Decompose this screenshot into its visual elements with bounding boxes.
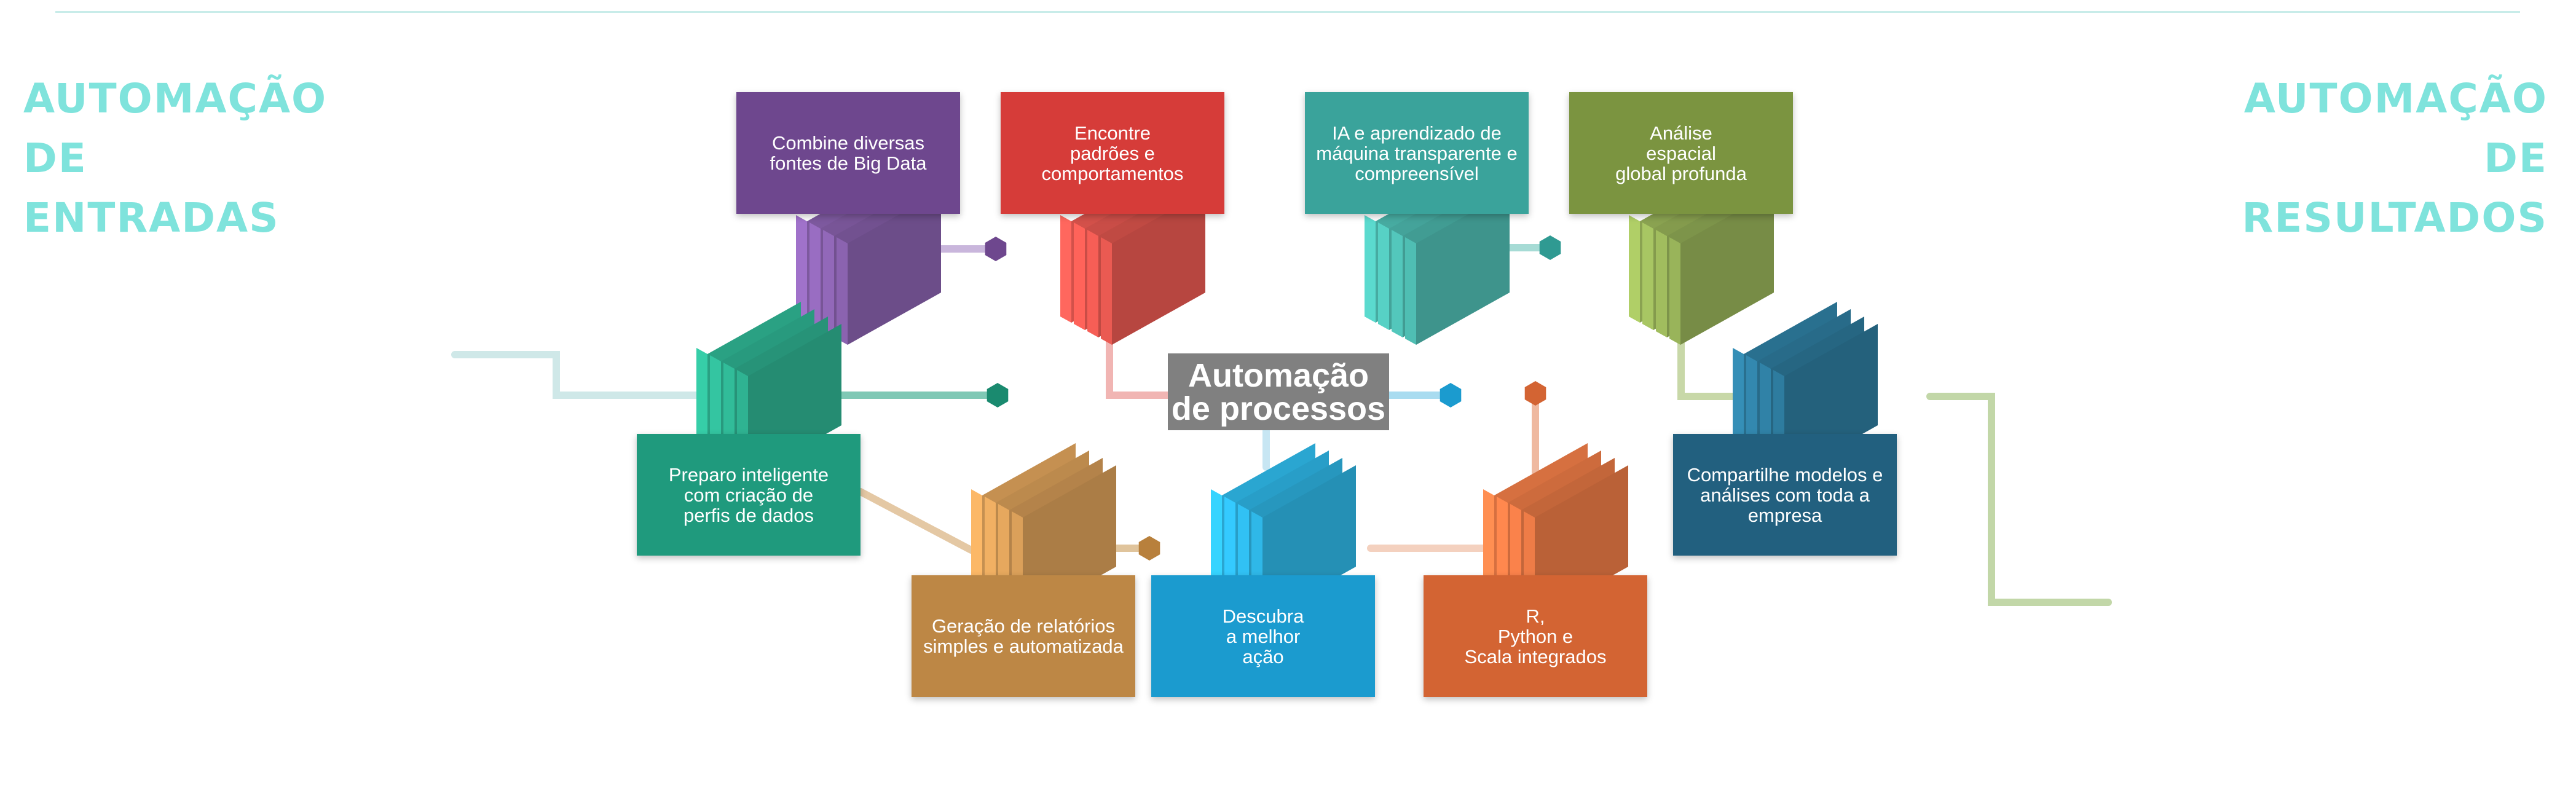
title-right-line-1: AUTOMAÇÃO <box>2243 75 2548 122</box>
card-text-line: Python e <box>1497 625 1574 647</box>
node-python <box>1524 381 1546 406</box>
title-left-line-1: AUTOMAÇÃO <box>23 75 328 122</box>
node-big-data <box>985 237 1007 261</box>
card-text-line: com criação de <box>683 484 814 506</box>
card-text-line: empresa <box>1747 504 1822 526</box>
stack-padroes <box>1060 169 1205 345</box>
node-descubra <box>1440 383 1462 407</box>
card-text-line: R, <box>1526 605 1545 627</box>
card-text-line: Análise <box>1650 122 1712 144</box>
title-left-line-3: ENTRADAS <box>23 194 280 242</box>
card-text-line: IA e aprendizado de <box>1332 122 1502 144</box>
card-text-line: Descubra <box>1222 605 1304 627</box>
top-divider <box>55 11 2520 13</box>
card-text-line: perfis de dados <box>683 504 814 526</box>
card-text-line: ação <box>1242 645 1284 667</box>
node-preparo <box>987 383 1009 407</box>
card-text-line: fontes de Big Data <box>770 152 927 174</box>
center-label-line-2: de processos <box>1171 390 1386 427</box>
card-text-line: Combine diversas <box>771 132 925 154</box>
center-label-line-1: Automação <box>1188 356 1369 394</box>
card-text-line: espacial <box>1646 142 1716 164</box>
card-text-line: Compartilhe modelos e <box>1687 463 1883 486</box>
card-text-line: Geração de relatórios <box>931 615 1116 637</box>
title-right-line-3: RESULTADOS <box>2242 194 2548 242</box>
card-text-line: a melhor <box>1226 625 1301 647</box>
title-right-line-2: DE <box>2484 135 2548 182</box>
card-text-line: global profunda <box>1615 162 1747 184</box>
card-text-line: Scala integrados <box>1464 645 1607 667</box>
card-text-line: Preparo inteligente <box>668 463 829 486</box>
title-input-automation: AUTOMAÇÃO DE ENTRADAS <box>23 69 327 248</box>
card-text-line: Encontre <box>1074 122 1151 144</box>
card-text-line: comportamentos <box>1041 162 1184 184</box>
card-text-line: simples e automatizada <box>923 636 1124 657</box>
center-process-label: Automação de processos <box>1168 353 1389 430</box>
card-text-line: análises com toda a <box>1700 484 1870 506</box>
node-relatorios <box>1138 536 1160 561</box>
card-text-line: máquina transparente e <box>1316 142 1518 164</box>
node-ia <box>1539 235 1561 260</box>
card-text-line: compreensível <box>1355 162 1479 184</box>
card-text-line: padrões e <box>1070 142 1155 164</box>
title-output-automation: AUTOMAÇÃO DE RESULTADOS <box>2242 69 2548 248</box>
title-left-line-2: DE <box>23 135 87 182</box>
stack-python <box>1483 443 1628 619</box>
